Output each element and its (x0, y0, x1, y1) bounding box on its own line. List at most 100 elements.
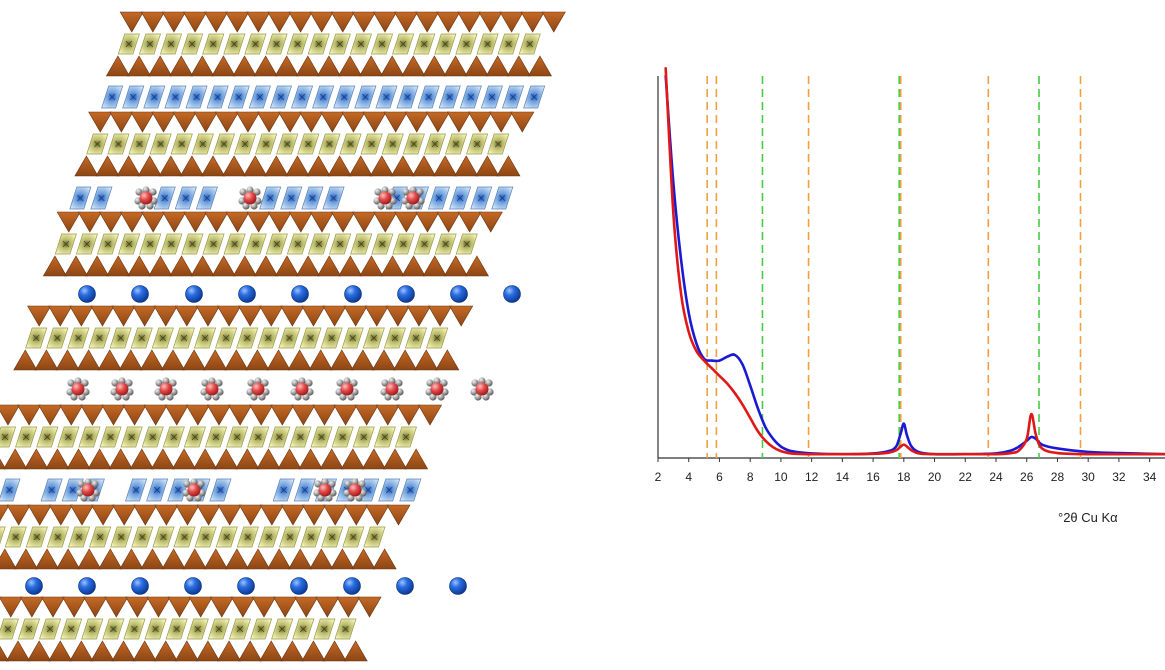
water-hydrogen (253, 188, 261, 196)
tetrahedron (158, 155, 183, 177)
octahedron-cross (350, 533, 357, 541)
tetrahedron (253, 55, 278, 77)
water-hydrogen (138, 202, 146, 210)
water-hydrogen (111, 379, 119, 387)
octahedron-cross (357, 40, 365, 48)
x-tick-label: 28 (1051, 470, 1065, 484)
octahedron-cross (146, 240, 154, 248)
water-hydrogen (122, 393, 130, 401)
tetrahedron (422, 55, 447, 77)
octahedron-cross (244, 533, 252, 541)
tetrahedron (169, 55, 194, 77)
octahedron-cross (342, 625, 349, 633)
tetrahedron (122, 404, 147, 426)
octahedral-sheet (0, 526, 386, 548)
tetrahedron (3, 448, 28, 470)
x-tick-label: 26 (1020, 470, 1034, 484)
octahedron-cross (297, 433, 304, 441)
water-hydrogen (413, 202, 421, 210)
octahedron-cross (180, 334, 188, 342)
octahedron-cross (336, 240, 344, 248)
hydrated-cation (343, 478, 367, 502)
tetrahedron (457, 11, 482, 33)
hydrated-cation (238, 186, 262, 210)
octahedron-cross (399, 40, 407, 48)
tetrahedron (489, 111, 514, 133)
octahedron-cross (215, 625, 223, 633)
octahedron-cross (336, 40, 344, 48)
tetrahedron (69, 504, 95, 526)
x-tick-label: 32 (1112, 470, 1126, 484)
tetrahedron (285, 155, 310, 177)
octahedron-cross (125, 240, 133, 248)
tetrahedron (38, 404, 63, 426)
tetrahedron (259, 305, 284, 327)
octahedron-cross (173, 625, 180, 633)
tetrahedron (42, 255, 67, 277)
water-hydrogen (166, 393, 174, 401)
water-hydrogen (384, 393, 392, 401)
tetrahedron (40, 596, 66, 618)
octahedron-cross (86, 433, 93, 441)
tetrahedron (331, 211, 356, 233)
water-hydrogen (471, 379, 479, 387)
tetrahedron (55, 349, 80, 371)
octahedron-cross (75, 334, 82, 342)
tetrahedron (277, 448, 302, 470)
octahedron-cross (252, 240, 260, 248)
potassium-ion (397, 285, 415, 303)
tetrahedron (130, 111, 155, 133)
octahedron-cross (378, 40, 386, 48)
octahedron-cross (431, 140, 439, 148)
octahedron-cross (265, 334, 272, 342)
tetrahedron (6, 504, 31, 526)
octahedron-cross (4, 625, 12, 633)
tetrahedron (274, 255, 300, 277)
octahedron-cross (499, 194, 506, 202)
x-axis-label: °2θ Cu Kα (1058, 510, 1118, 525)
tetrahedron (315, 596, 340, 618)
tetrahedral-sheet (42, 255, 489, 277)
octahedron-cross (288, 194, 295, 202)
octahedron-cross (223, 533, 231, 541)
tetrahedron (140, 11, 165, 33)
tetrahedron (527, 55, 552, 77)
tetrahedron (464, 55, 489, 77)
water-hydrogen (339, 393, 347, 401)
tetrahedron (322, 305, 347, 327)
crystal-structure-panel (0, 11, 566, 662)
octahedron-cross (391, 334, 399, 342)
x-tick-label: 30 (1082, 470, 1096, 484)
water-hydrogen (294, 393, 302, 401)
tetrahedron (496, 155, 521, 177)
tetrahedron (322, 640, 347, 662)
octahedron-cross (65, 433, 72, 441)
tetrahedron (344, 504, 369, 526)
tetrahedron (393, 349, 418, 371)
tetrahedron (309, 548, 334, 570)
tetrahedral-sheet (105, 55, 552, 77)
octahedron-cross (96, 533, 104, 541)
x-tick-label: 18 (897, 470, 911, 484)
tetrahedron (259, 640, 284, 662)
tetrahedron (112, 504, 137, 526)
water-hydrogen (482, 393, 490, 401)
water-hydrogen (146, 202, 154, 210)
tetrahedron (506, 55, 531, 77)
tetrahedron (190, 55, 215, 77)
tetrahedron (214, 448, 239, 470)
tetrahedron (373, 211, 398, 233)
tetrahedron (411, 155, 437, 177)
octahedron-cross (370, 334, 378, 342)
tetrahedron (343, 640, 368, 662)
tetrahedron (266, 349, 291, 371)
tetrahedron (63, 255, 89, 277)
octahedron-cross (189, 240, 196, 248)
potassium-ion (131, 577, 149, 595)
tetrahedron (209, 596, 234, 618)
octahedron-cross (159, 334, 167, 342)
tetrahedron (267, 11, 292, 33)
octahedron-cross (257, 625, 265, 633)
tetrahedron (127, 255, 152, 277)
tetrahedron (319, 448, 344, 470)
